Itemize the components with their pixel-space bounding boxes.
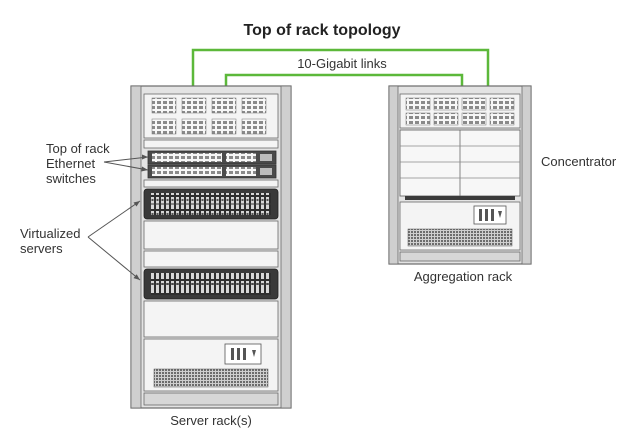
callout-lines	[87, 154, 149, 281]
concentrator-chassis	[399, 129, 521, 200]
diagram-title: Top of rack topology	[243, 22, 400, 39]
concentrator-label: Concentrator	[541, 154, 617, 169]
outer-link-line	[191, 48, 490, 90]
rack-base	[143, 392, 279, 406]
blank-panel	[143, 220, 279, 250]
top-of-rack-switch-1	[147, 150, 277, 165]
server-rack-label: Server rack(s)	[170, 413, 252, 428]
tor-label-line2: Ethernet	[46, 156, 96, 171]
tor-label-line3: switches	[46, 171, 96, 186]
server-rack	[130, 85, 292, 409]
virtualized-server-1	[143, 188, 279, 220]
virtualized-label-line1: Virtualized	[20, 226, 80, 241]
aggregation-rack	[388, 85, 532, 265]
inner-link-line	[224, 73, 464, 90]
blank-panel	[143, 300, 279, 338]
patch-panel	[143, 93, 279, 139]
aggregation-rack-label: Aggregation rack	[414, 269, 513, 284]
aggregation-storage-unit	[399, 201, 521, 251]
virtualized-server-2	[143, 268, 279, 300]
top-of-rack-switch-2	[147, 164, 277, 179]
blank-panel	[143, 250, 279, 268]
blank-panel	[143, 139, 279, 149]
virtualized-label-line2: servers	[20, 241, 63, 256]
tor-label-line1: Top of rack	[46, 141, 110, 156]
link-lines	[191, 48, 490, 90]
server-rack-left-post	[130, 85, 142, 409]
blank-panel	[143, 179, 279, 188]
server-rack-storage-unit	[143, 338, 279, 392]
link-label: 10-Gigabit links	[297, 56, 387, 71]
aggregation-patch-panel	[399, 93, 521, 129]
server-rack-right-post	[280, 85, 292, 409]
